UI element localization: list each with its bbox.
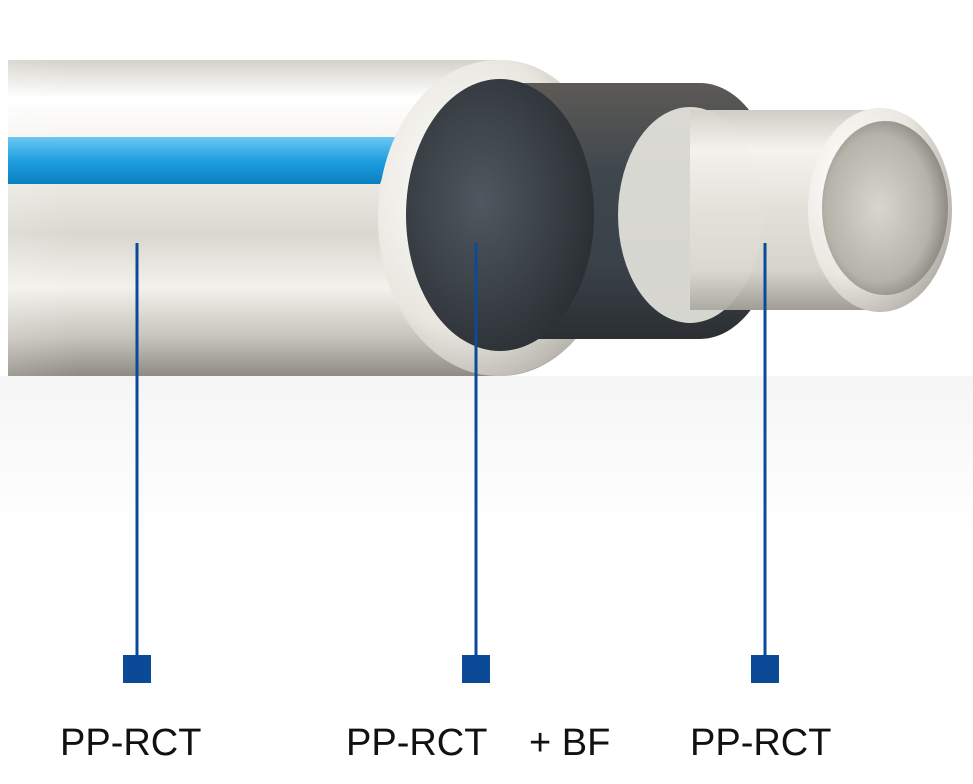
floor-shadow [0, 376, 973, 536]
marker-square-inner-layer [751, 655, 779, 683]
inner-layer-pipe [618, 107, 952, 323]
marker-square-middle-layer [462, 655, 490, 683]
label-outer-layer: PP-RCT [60, 722, 202, 764]
pipe-bore [822, 121, 948, 295]
marker-square-outer-layer [123, 655, 151, 683]
leader-lines [123, 243, 779, 683]
label-middle-layer: PP-RCT + BF [346, 722, 611, 764]
middle-layer-face [406, 79, 594, 351]
blue-stripe [8, 137, 398, 184]
label-inner-layer: PP-RCT [690, 722, 832, 764]
